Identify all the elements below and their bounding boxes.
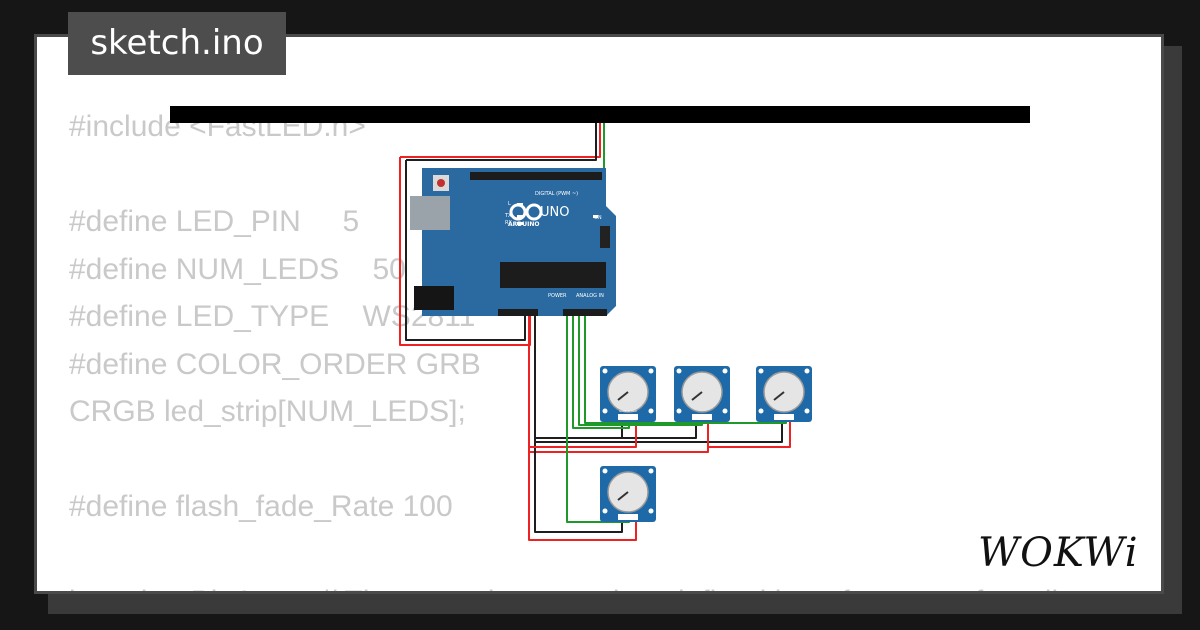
wire-black-pot2 [622,422,697,439]
knob-indicator [773,391,785,401]
board-brand: ARDUINO [508,221,539,228]
knob-indicator [617,391,629,401]
wokwi-logo: WOKWi [978,530,1139,576]
analog-label: ANALOG IN [576,293,604,299]
wire-red-top-a [400,122,601,158]
potentiometer-4[interactable] [600,466,656,522]
power-label: POWER [548,293,567,299]
potentiometer-1[interactable]: GND SIG VCC [600,366,656,422]
board-model: UNO [540,205,569,220]
tx-label: TX [504,213,512,219]
wire-black-left-loop [405,160,526,341]
icsp-header [600,226,610,248]
wire-red-vcc-bus [528,315,709,453]
wokwi-logo-text: WOKWi [978,530,1139,576]
wire-red-pot3 [708,422,791,448]
arduino-logo-icon [509,203,543,221]
rx-label: RX [505,220,512,226]
wire-red-vcc-bus-2 [528,452,637,541]
wire-black-gnd-bus-2 [534,442,623,533]
potentiometer-2[interactable] [674,366,730,422]
knob-indicator [617,491,629,501]
wire-red-pot1 [529,422,637,448]
analog-header [563,309,607,316]
potentiometer-3[interactable] [756,366,812,422]
wire-black-gnd-bus [534,315,783,443]
file-tab[interactable]: sketch.ino [68,12,286,75]
digital-label: DIGITAL (PWM ~) [535,191,578,197]
usb-port [410,196,450,230]
digital-header [470,172,602,180]
arduino-uno-board[interactable]: UNO ARDUINO DIGITAL (PWM ~) POWER ANALOG… [410,168,616,316]
atmega-chip [500,262,606,288]
redaction-bar [170,106,1030,123]
pin-label-sig: SIG [625,409,631,413]
power-header [498,309,538,316]
wire-black-top [406,122,597,161]
knob-indicator [691,391,703,401]
power-jack [414,286,454,310]
on-label: ON [594,215,602,221]
l-label: L [508,201,511,207]
pin-label-vcc: VCC [631,409,637,413]
pin-label-gnd: GND [619,409,627,413]
wire-green-a3 [584,315,787,424]
